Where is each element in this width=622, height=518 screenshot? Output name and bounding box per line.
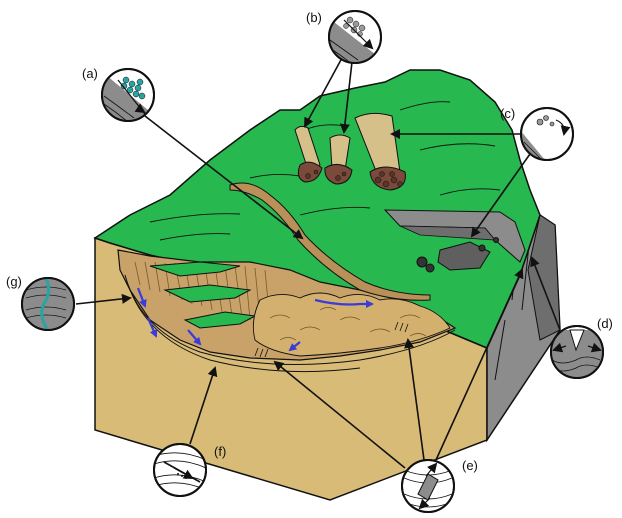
pointer-arrows bbox=[75, 57, 561, 469]
label-d: (d) bbox=[597, 316, 613, 331]
debris-fan-3 bbox=[354, 112, 401, 177]
fallen-rock-block bbox=[437, 241, 491, 271]
fall-debris-icon bbox=[101, 68, 155, 122]
label-f: (f) bbox=[214, 444, 226, 459]
tension-crack-icon bbox=[550, 325, 604, 379]
debris-fan-1 bbox=[294, 125, 321, 171]
vein-icon bbox=[21, 277, 75, 331]
debris-hummocks bbox=[252, 292, 451, 357]
contour-lines bbox=[149, 101, 501, 241]
water-flow-arrows bbox=[136, 287, 374, 352]
rockfall-icon bbox=[520, 107, 574, 161]
slumped-grass-block-1 bbox=[149, 261, 241, 277]
slip-surface-icon bbox=[153, 443, 207, 497]
label-c: (c) bbox=[500, 106, 515, 121]
debris-flow-channel bbox=[229, 182, 431, 301]
debris-slide-icon bbox=[328, 10, 382, 64]
label-b: (b) bbox=[306, 10, 322, 25]
slumped-grass-block-3 bbox=[183, 311, 257, 329]
slumped-grass-block-2 bbox=[163, 284, 252, 303]
fallen-rock-small-1 bbox=[416, 256, 428, 268]
debris-fan-2 bbox=[329, 134, 351, 171]
label-e: (e) bbox=[462, 458, 478, 473]
label-a: (a) bbox=[82, 66, 98, 81]
shear-fracture-icon bbox=[401, 459, 455, 513]
fallen-rock-small-2 bbox=[425, 263, 435, 273]
label-g: (g) bbox=[6, 274, 22, 289]
